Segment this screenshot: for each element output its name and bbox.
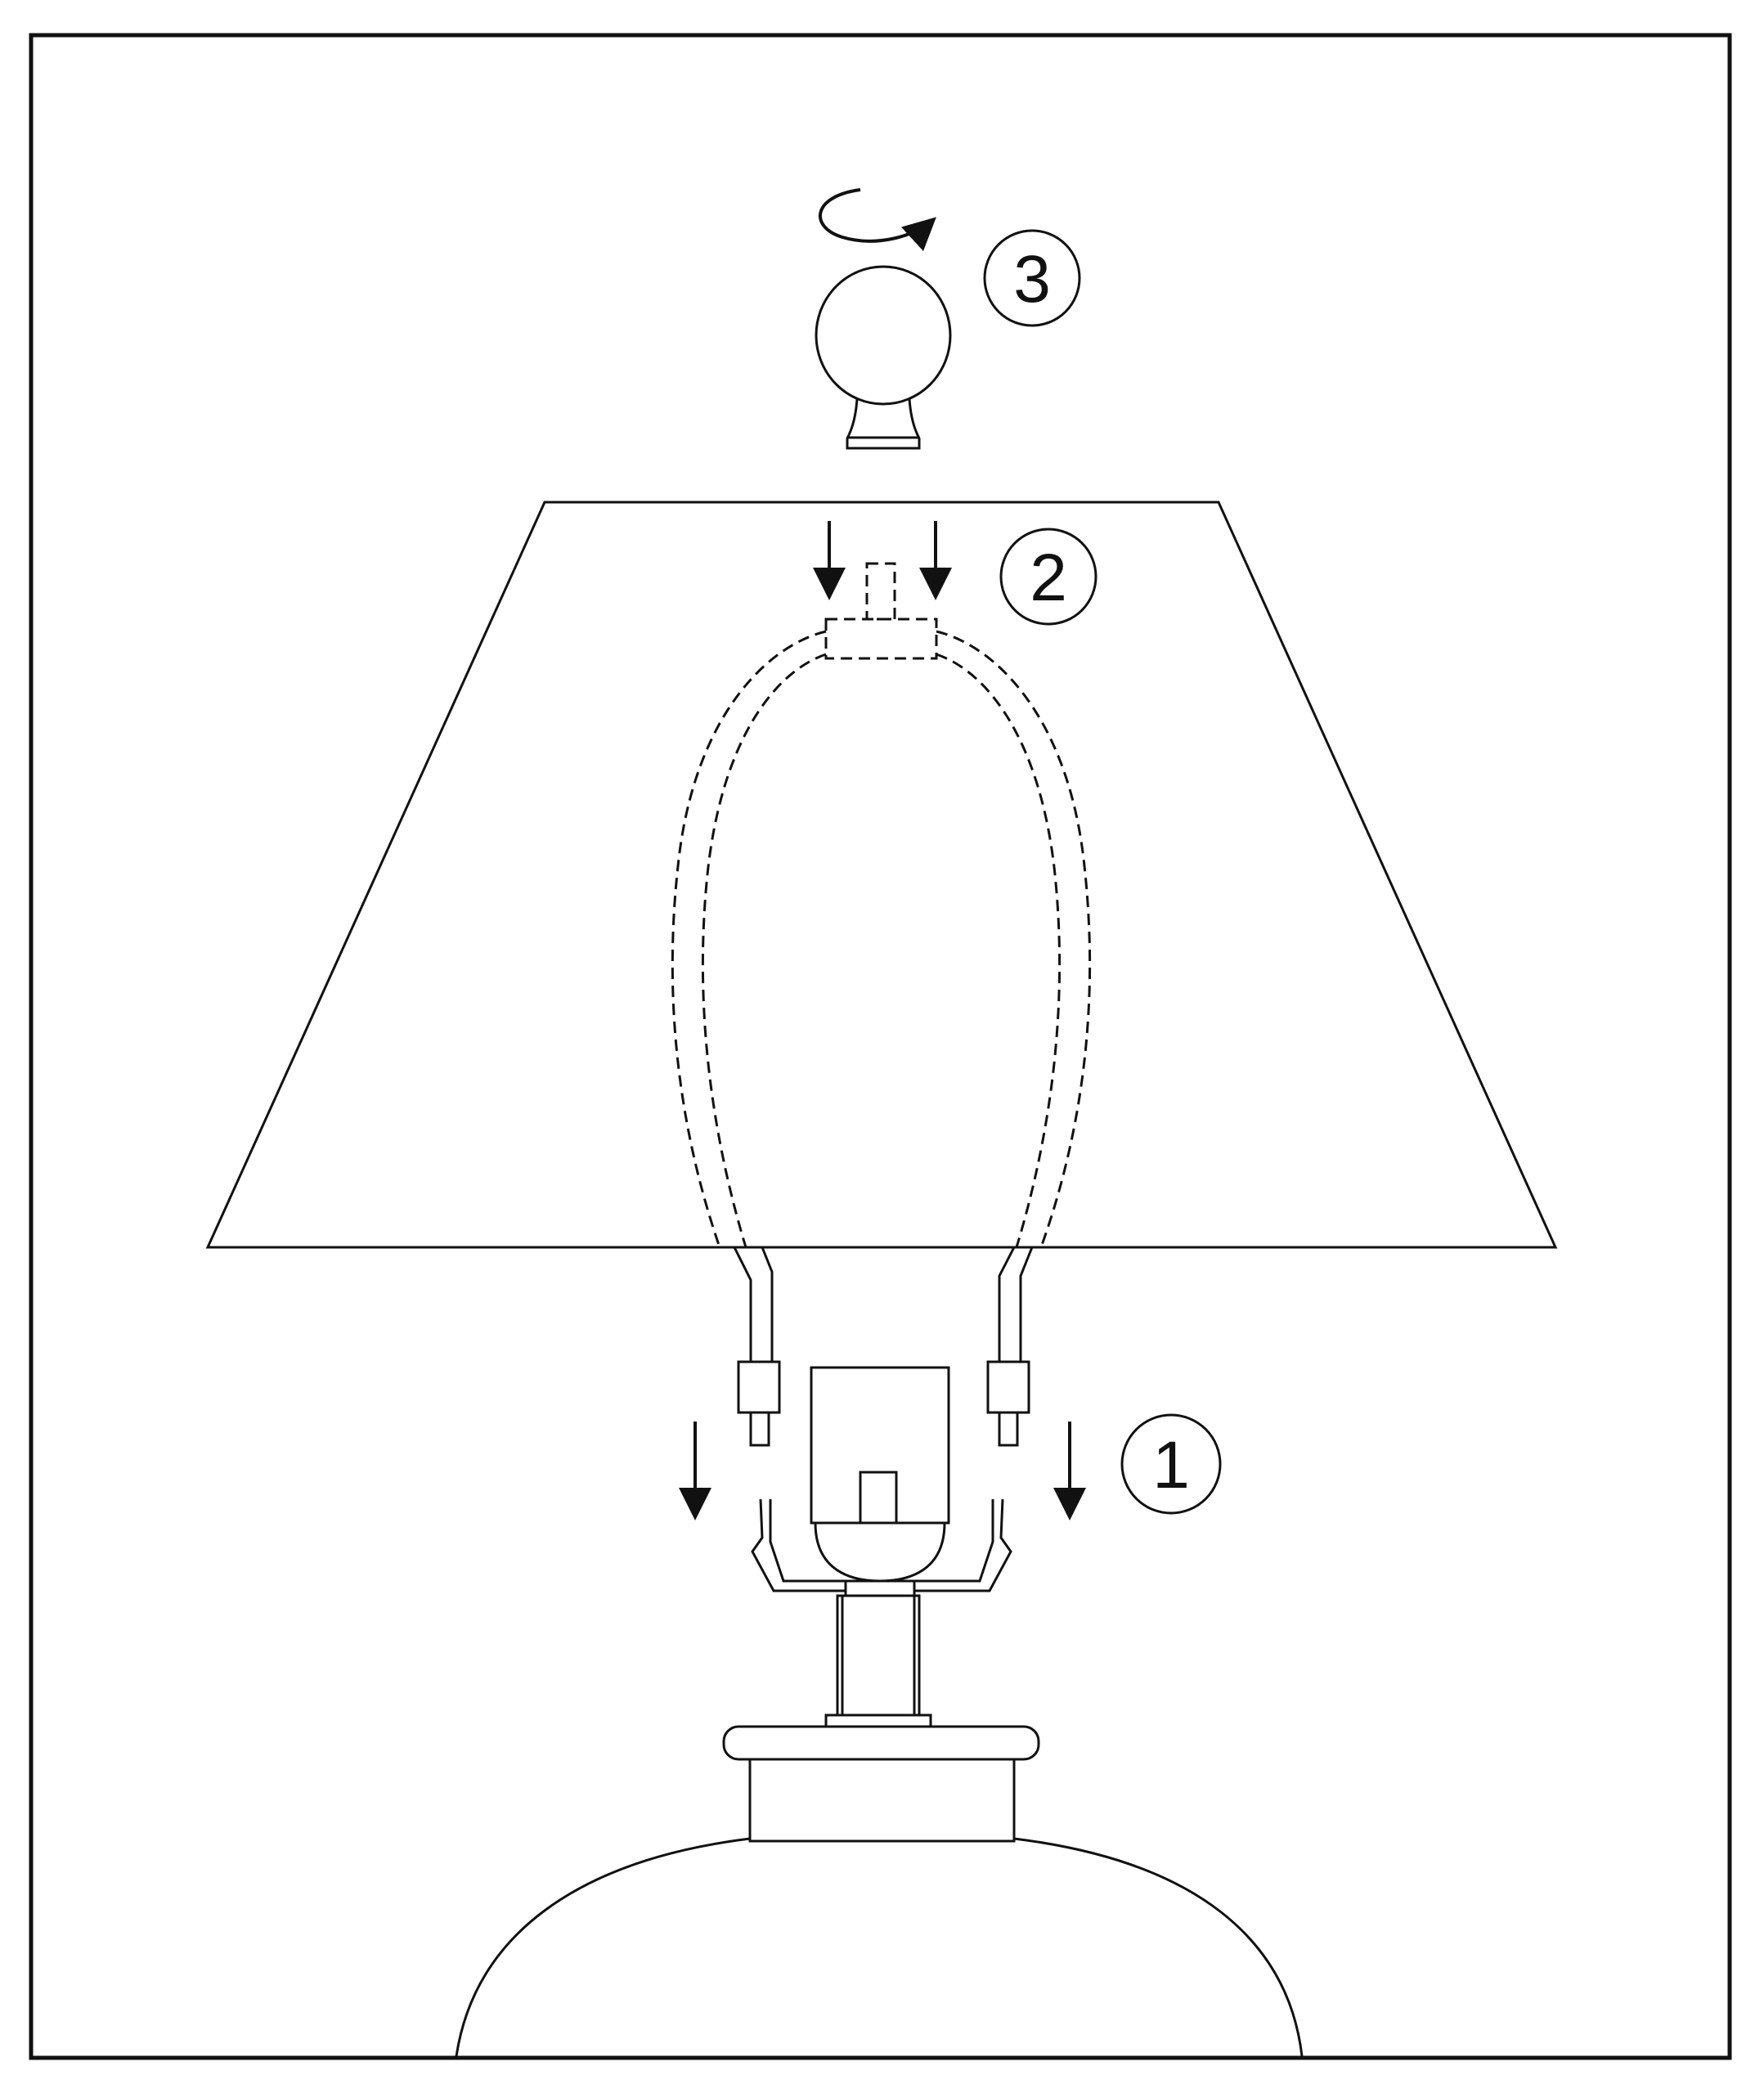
- step-1-number: 1: [1152, 1428, 1190, 1502]
- rotate-arrow-icon: [819, 188, 936, 252]
- harp-hidden-dashed: [671, 562, 1092, 1248]
- finial: [815, 265, 952, 450]
- step-3-badge: 3: [983, 229, 1081, 327]
- lamp-stem: [824, 1594, 932, 1728]
- step-2-number: 2: [1030, 541, 1067, 615]
- lamp-base-cap: [722, 1725, 1040, 1843]
- step-2-badge: 2: [999, 528, 1097, 626]
- step-3-number: 3: [1013, 242, 1051, 317]
- lamp-shade: [205, 501, 1558, 1249]
- step-1-badge: 1: [1120, 1413, 1222, 1515]
- harp-legs: [733, 1246, 1034, 1447]
- lamp-base-body: [455, 1837, 1304, 2057]
- diagram-frame: [29, 33, 1732, 2060]
- lamp-socket: [810, 1366, 950, 1597]
